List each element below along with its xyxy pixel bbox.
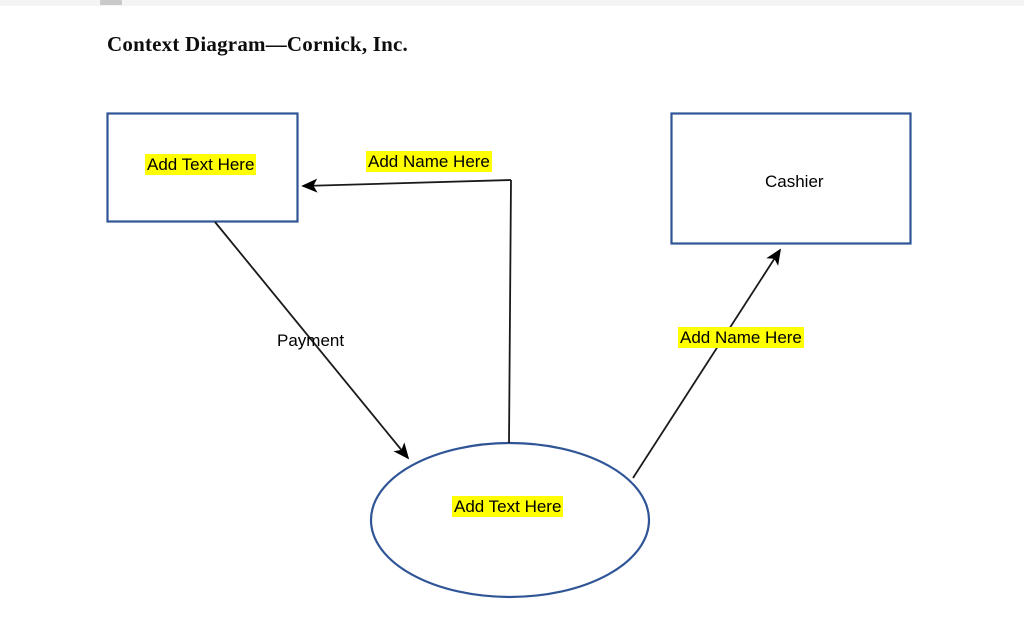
label-rectangle-left: Add Text Here: [145, 154, 257, 175]
label-flow-payment-text: Payment: [277, 331, 345, 350]
label-rectangle-left-text: Add Text Here: [145, 154, 257, 175]
flow-line-payment: [214, 221, 410, 460]
label-rectangle-cashier: Cashier: [765, 172, 824, 192]
scroll-marker-icon[interactable]: [100, 0, 122, 5]
diagram-graphics: [106, 112, 912, 599]
label-flow-top-text: Add Name Here: [366, 151, 492, 172]
shape-ellipse-process[interactable]: [369, 441, 651, 599]
flow-line-top-arrow: [301, 178, 512, 193]
diagram-canvas: Context Diagram—Cornick, Inc. Add Text H…: [0, 6, 1024, 624]
label-flow-cashier-text: Add Name Here: [678, 327, 804, 348]
label-flow-top: Add Name Here: [366, 151, 492, 172]
page-title: Context Diagram—Cornick, Inc.: [107, 32, 408, 56]
flow-line-vertical: [508, 179, 512, 444]
shape-rectangle-cashier[interactable]: [670, 112, 912, 245]
label-ellipse-process: Add Text Here: [452, 496, 564, 517]
label-flow-cashier: Add Name Here: [678, 327, 804, 348]
label-rectangle-cashier-text: Cashier: [765, 172, 824, 191]
flow-line-cashier: [632, 248, 781, 479]
label-ellipse-process-text: Add Text Here: [452, 496, 564, 517]
label-flow-payment: Payment: [277, 331, 344, 351]
